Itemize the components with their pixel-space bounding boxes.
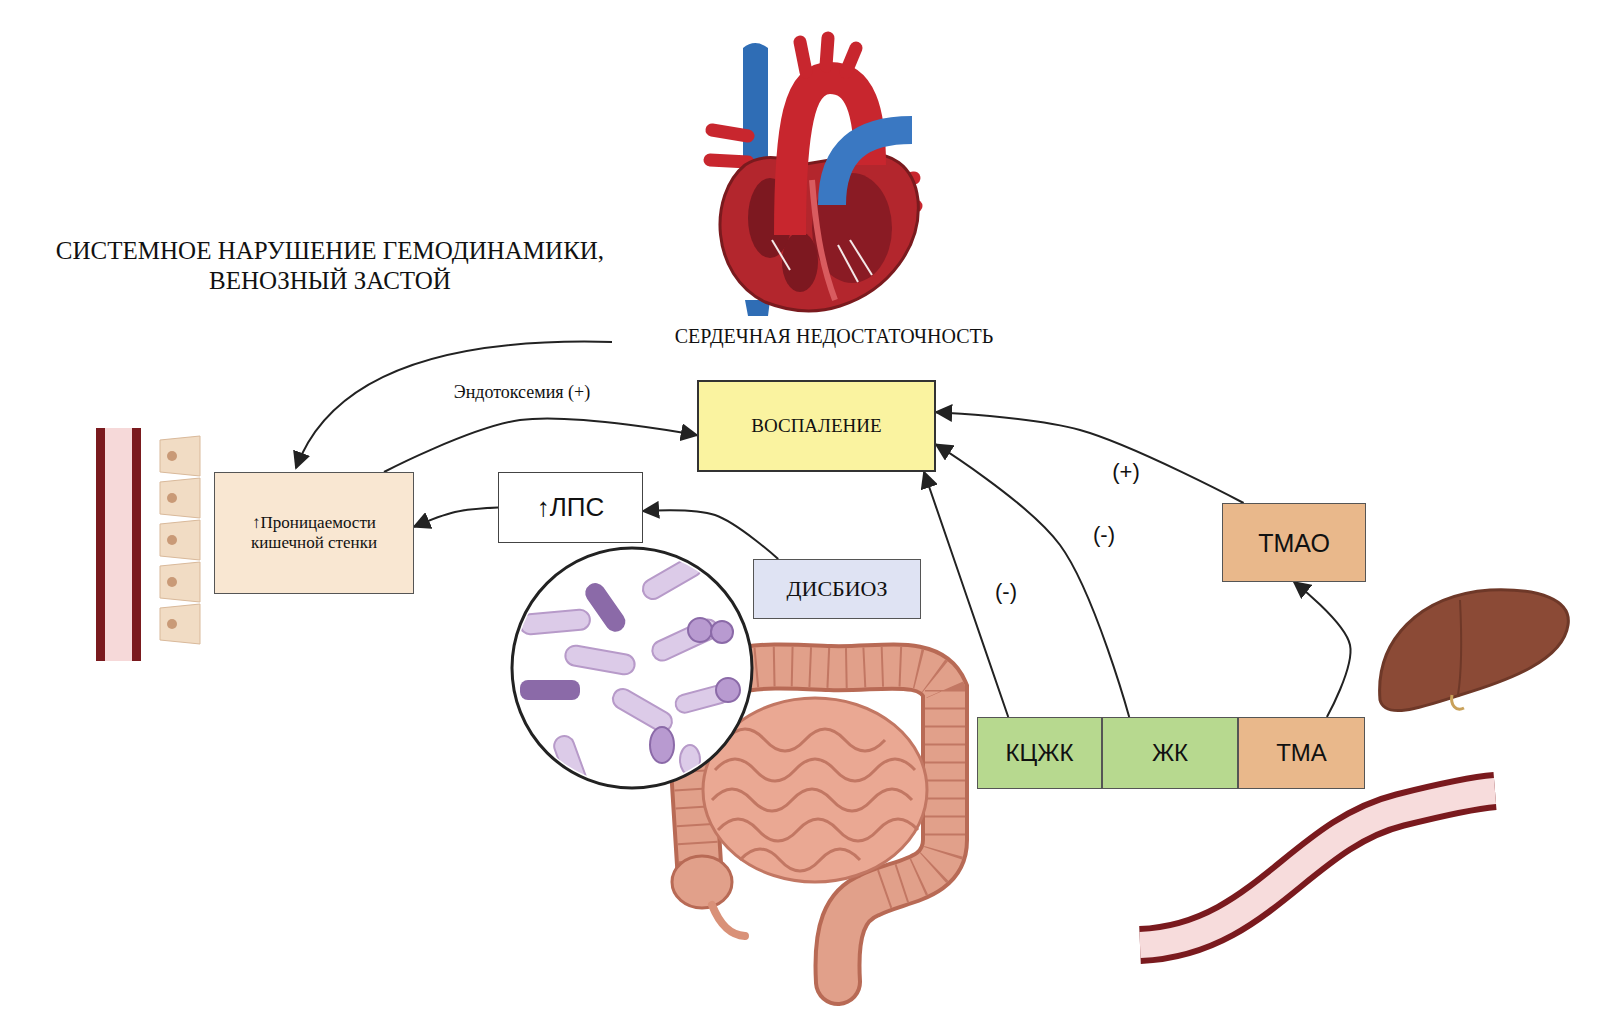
illustration-part (551, 733, 589, 792)
annotation-text: СЕРДЕЧНАЯ НЕДОСТАТОЧНОСТЬ (614, 324, 1054, 348)
illustration-part (710, 160, 748, 162)
edge-label: (-) (1090, 522, 1118, 547)
illustration-part (725, 729, 885, 751)
process-box: ВОСПАЛЕНИЕ (697, 380, 936, 472)
annotation-text: СИСТЕМНОЕ НАРУШЕНИЕ ГЕМОДИНАМИКИ, ВЕНОЗН… (40, 236, 620, 296)
node-text: КЦЖК (1006, 739, 1074, 768)
illustration-part (712, 905, 745, 936)
process-box: ЖК (1102, 717, 1238, 789)
process-box: ТМАО (1222, 503, 1366, 582)
illustration-part (1140, 791, 1495, 945)
illustration-part (1140, 791, 1495, 945)
illustration-part (105, 428, 132, 661)
node-text: ЖК (1152, 739, 1188, 768)
illustration-part (520, 680, 580, 700)
illustration-part (772, 240, 790, 270)
arrow-connector (414, 508, 498, 527)
illustration-part (167, 619, 177, 629)
heart-illustration (710, 38, 918, 316)
illustration-part (564, 644, 636, 676)
illustration-part (519, 609, 590, 635)
process-box: КЦЖК (977, 717, 1102, 789)
illustration-part (639, 553, 705, 603)
illustration-part (740, 849, 860, 871)
illustration-part (650, 727, 674, 763)
illustration-part (519, 553, 740, 792)
process-box: ТМА (1238, 717, 1365, 789)
illustration-part (167, 451, 177, 461)
illustration-part (838, 245, 858, 282)
node-text: ТМА (1276, 739, 1327, 768)
illustration-part (712, 789, 912, 811)
illustration-part (512, 548, 752, 788)
edge-label: (+) (1109, 459, 1143, 484)
illustration-part (1458, 600, 1461, 695)
illustration-part (581, 579, 629, 636)
illustration-part (688, 618, 712, 642)
illustration-part (712, 130, 748, 136)
illustration-part (649, 616, 721, 664)
illustration-part (800, 42, 806, 72)
illustration-part (690, 666, 945, 895)
arrow-connector (936, 412, 1244, 503)
illustration-part (167, 493, 177, 503)
arrow-connector (936, 444, 1129, 717)
illustration-part (826, 38, 828, 66)
process-box: ДИСБИОЗ (753, 559, 921, 619)
illustration-part (160, 562, 200, 602)
process-box: ↑ЛПС (498, 472, 643, 543)
bacteria-illustration (512, 548, 752, 792)
illustration-part (160, 604, 200, 644)
node-text: ТМАО (1258, 528, 1330, 558)
liver-illustration (1380, 590, 1569, 711)
node-text: ДИСБИОЗ (787, 576, 888, 602)
arrow-connector (384, 418, 697, 472)
arrow-connector (643, 510, 778, 559)
illustration-part (846, 48, 856, 72)
node-text: ВОСПАЛЕНИЕ (751, 415, 881, 438)
process-box: ↑Проницаемости кишечной стенки (214, 472, 414, 594)
illustration-part (167, 577, 177, 587)
illustration-part (1452, 695, 1464, 709)
illustration-part (715, 759, 915, 781)
illustration-part (782, 232, 818, 292)
illustration-part (716, 678, 740, 702)
illustration-part (160, 478, 200, 518)
illustration-part (718, 819, 918, 841)
illustration-part (96, 428, 141, 661)
illustration-part (850, 240, 872, 275)
edge-label: Эндотоксемия (+) (451, 382, 594, 403)
illustration-part (680, 745, 700, 775)
node-text: ↑ЛПС (537, 492, 605, 523)
gut-wall-illustration (96, 428, 200, 661)
illustration-part (832, 130, 912, 205)
illustration-part (160, 436, 200, 476)
illustration-part (711, 621, 733, 643)
illustration-part (672, 856, 732, 908)
illustration-part (720, 154, 918, 311)
illustration-part (1380, 590, 1569, 711)
illustration-part (160, 520, 200, 560)
illustration-part (167, 535, 177, 545)
blood-vessel-illustration (1140, 791, 1495, 945)
arrow-connector (1294, 582, 1351, 717)
edge-label: (-) (992, 579, 1020, 604)
node-text: ↑Проницаемости кишечной стенки (221, 513, 407, 554)
leader-arrow (296, 342, 612, 468)
